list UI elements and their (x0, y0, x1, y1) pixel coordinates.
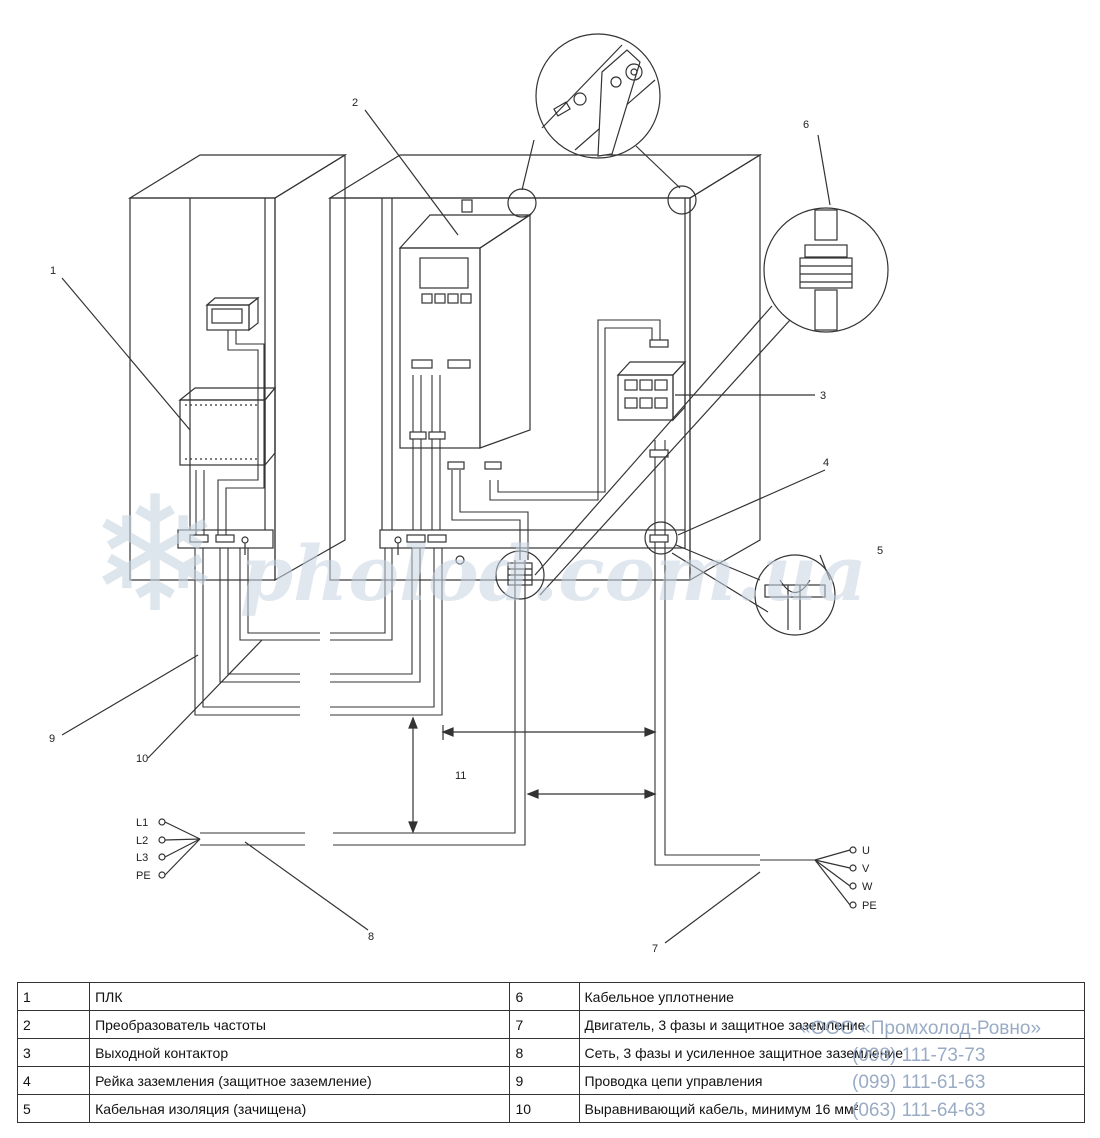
callout-11: 11 (455, 770, 466, 782)
watermark-phone-1: (098) 111-73-73 (852, 1045, 985, 1066)
legend-text: Выходной контактор (89, 1038, 511, 1067)
legend-row: 3 Выходной контактор 8 Сеть, 3 фазы и ус… (16, 1038, 1086, 1067)
legend-text: Двигатель, 3 фазы и защитное заземление (578, 1010, 1086, 1039)
callout-4: 4 (823, 457, 829, 469)
cable-clamps (189, 339, 669, 543)
screw-detail (521, 33, 681, 191)
legend-number: 8 (509, 1038, 580, 1067)
callout-2: 2 (352, 97, 358, 109)
callout-10: 10 (136, 753, 148, 765)
callout-6: 6 (803, 119, 809, 131)
legend-number: 10 (509, 1094, 580, 1123)
mains-wires (158, 818, 201, 879)
legend-table: 1 ПЛК 6 Кабельное уплотнение 2 Преобразо… (16, 982, 1086, 1123)
output-contactor (616, 360, 687, 422)
legend-row: 2 Преобразователь частоты 7 Двигатель, 3… (16, 1010, 1086, 1039)
legend-number: 5 (16, 1094, 91, 1123)
callout-7: 7 (652, 943, 658, 955)
motor-terminal-labels: U V W PE (862, 845, 877, 912)
terminal-v: V (862, 863, 870, 875)
terminal-l1: L1 (136, 817, 148, 829)
gland-detail (534, 207, 889, 596)
motor-wires (814, 846, 857, 909)
earth-bar-detail-circle (644, 521, 678, 555)
cables (194, 319, 815, 866)
legend-number: 2 (16, 1010, 91, 1039)
watermark-phone-2: (099) 111-61-63 (852, 1072, 985, 1093)
callout-3: 3 (820, 390, 826, 402)
plc-display (205, 296, 260, 332)
mains-terminal-labels: L1 L2 L3 PE (136, 817, 151, 882)
frequency-converter (398, 199, 532, 449)
watermark-contacts: «ООО «Промхолод-Ровно» (098) 111-73-73 (… (800, 1018, 1041, 1121)
watermark-phone-3: (063) 111-64-63 (852, 1100, 985, 1121)
terminal-u: U (862, 845, 870, 857)
watermark: ❄ pholod.com.ua (88, 461, 867, 648)
callout-5: 5 (877, 545, 883, 557)
legend-row: 4 Рейка заземления (защитное заземление)… (16, 1066, 1086, 1095)
legend-number: 7 (509, 1010, 580, 1039)
callout-numbers: 1 2 3 4 5 6 7 8 9 10 11 (49, 97, 883, 955)
terminal-pe-motor: PE (862, 900, 877, 912)
terminal-pe-mains: PE (136, 870, 151, 882)
legend-row: 5 Кабельная изоляция (зачищена) 10 Вырав… (16, 1094, 1086, 1123)
drive-cabinet (327, 153, 763, 582)
gland-posts (241, 536, 465, 565)
screw-detail-circle-2 (667, 185, 697, 215)
leader-lines (61, 109, 831, 944)
legend-text: Рейка заземления (защитное заземление) (89, 1066, 511, 1095)
legend-text: Проводка цепи управления (578, 1066, 1086, 1095)
plc-module (178, 386, 277, 467)
watermark-site: pholod.com.ua (240, 529, 867, 618)
callout-9: 9 (49, 733, 55, 745)
callout-1: 1 (50, 265, 56, 277)
legend-number: 9 (509, 1066, 580, 1095)
legend-text: Преобразователь частоты (89, 1010, 511, 1039)
dimension-11 (408, 716, 657, 834)
watermark-snowflake-icon: ❄ (88, 461, 222, 648)
drive-gland-plate (379, 529, 686, 549)
legend-text: Выравнивающий кабель, минимум 16 мм² (578, 1094, 1086, 1123)
terminal-w: W (862, 881, 873, 893)
terminal-l2: L2 (136, 835, 148, 847)
stripped-cable-detail (671, 544, 836, 636)
cable-gland (495, 550, 545, 600)
watermark-company: «ООО «Промхолод-Ровно» (800, 1018, 1041, 1039)
legend-text: Кабельная изоляция (зачищена) (89, 1094, 511, 1123)
callout-8: 8 (368, 931, 374, 943)
terminal-l3: L3 (136, 852, 148, 864)
wiring-diagram: ❄ pholod.com.ua 1 2 3 4 5 6 7 8 9 10 11 … (49, 33, 889, 955)
screw-detail-circle-1 (507, 188, 537, 218)
